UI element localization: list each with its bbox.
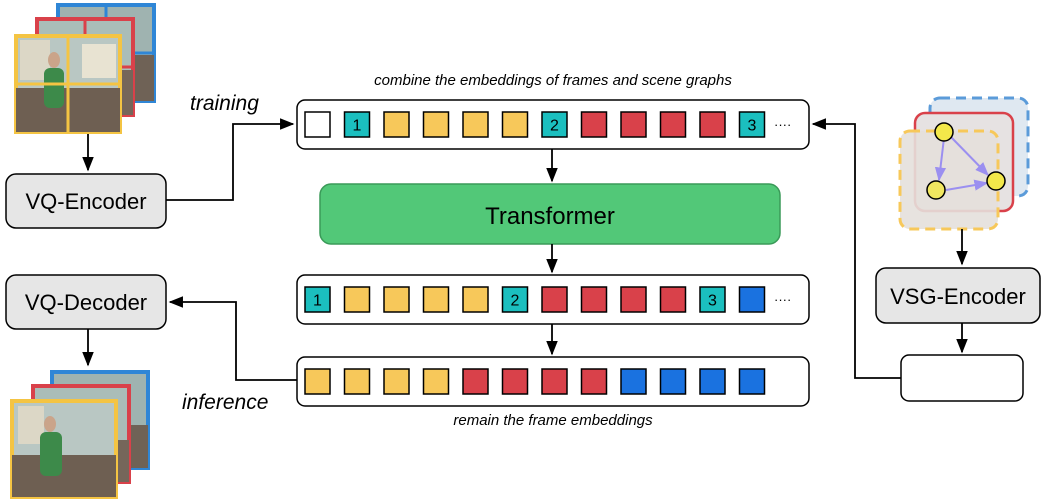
output-frames-stack — [10, 370, 150, 499]
output-token-10 — [659, 286, 687, 313]
frame-token-3 — [383, 368, 410, 395]
output-token-9 — [620, 286, 647, 313]
vsg-encoder-label: VSG-Encoder — [890, 284, 1026, 309]
output-token-label-1: 1 — [313, 293, 322, 310]
frame-token-2 — [343, 368, 371, 395]
graph-node-3 — [986, 171, 1006, 191]
flow-arrows — [82, 118, 968, 381]
combine-caption: combine the embeddings of frames and sce… — [374, 72, 732, 89]
frame-token-5 — [462, 368, 489, 395]
scene-graph-token-box — [900, 354, 1024, 402]
graph-node-1 — [934, 122, 954, 142]
transformer-block: Transformer — [319, 183, 781, 245]
output-token-3 — [383, 286, 410, 313]
vsg-encoder-box: VSG-Encoder — [875, 267, 1041, 324]
output-token-11 — [699, 286, 726, 313]
frame-token-9 — [620, 368, 647, 395]
input-frames-stack — [14, 3, 156, 134]
training-token-10 — [659, 111, 687, 138]
output-token-12 — [738, 286, 766, 313]
vq-decoder-label: VQ-Decoder — [25, 290, 147, 315]
output-sequence-ellipsis: ···· — [774, 292, 791, 307]
frame-token-11 — [699, 368, 726, 395]
training-tokens: 1 2 3 — [304, 111, 766, 138]
output-frame-yellow — [10, 399, 118, 499]
scene-graph-layer-yellow — [898, 129, 1000, 231]
vq-encoder-label: VQ-Encoder — [25, 189, 146, 214]
training-token-label-7: 2 — [550, 118, 559, 135]
frame-token-8 — [580, 368, 608, 395]
training-token-9 — [620, 111, 647, 138]
output-token-6 — [501, 286, 529, 313]
training-token-label-2: 1 — [353, 118, 362, 135]
frame-token-1 — [304, 368, 331, 395]
output-token-4 — [422, 286, 450, 313]
frame-token-6 — [501, 368, 529, 395]
vq-decoder-box: VQ-Decoder — [5, 274, 167, 330]
training-token-label-12: 3 — [748, 118, 757, 135]
arrow-frames-to-decoder — [168, 296, 297, 381]
training-token-2 — [343, 111, 371, 138]
frame-token-7 — [541, 368, 568, 395]
output-token-8 — [580, 286, 608, 313]
graph-edge-1 — [934, 137, 947, 182]
output-token-label-6: 2 — [511, 293, 520, 310]
training-token-1 — [304, 111, 331, 138]
training-token-12 — [738, 111, 766, 138]
remain-caption: remain the frame embeddings — [453, 412, 653, 429]
training-token-11 — [699, 111, 726, 138]
frame-embedding-tokens — [304, 368, 766, 395]
training-token-3 — [383, 111, 410, 138]
graph-node-2 — [926, 180, 946, 200]
training-token-7 — [541, 111, 568, 138]
scene-graph-illustration — [898, 96, 1030, 231]
arrow-encoder-to-sequence — [166, 118, 295, 201]
frame-yellow — [14, 34, 122, 134]
arrow-tokens-to-sequence — [811, 118, 901, 379]
training-token-6 — [501, 111, 529, 138]
frame-token-12 — [738, 368, 766, 395]
transformer-label: Transformer — [485, 203, 615, 230]
training-token-5 — [462, 111, 489, 138]
output-token-label-11: 3 — [708, 293, 717, 310]
output-token-5 — [462, 286, 489, 313]
graph-edge-2 — [949, 135, 989, 177]
training-token-8 — [580, 111, 608, 138]
output-tokens: 1 2 3 — [304, 286, 766, 313]
training-token-4 — [422, 111, 450, 138]
output-token-1 — [304, 286, 331, 313]
training-sequence-ellipsis: ···· — [774, 117, 791, 132]
training-label: training — [190, 92, 259, 115]
frame-token-10 — [659, 368, 687, 395]
graph-edge-3 — [945, 179, 989, 191]
output-token-7 — [541, 286, 568, 313]
frame-token-4 — [422, 368, 450, 395]
output-token-2 — [343, 286, 371, 313]
inference-label: inference — [182, 391, 268, 414]
vq-encoder-box: VQ-Encoder — [5, 173, 167, 229]
